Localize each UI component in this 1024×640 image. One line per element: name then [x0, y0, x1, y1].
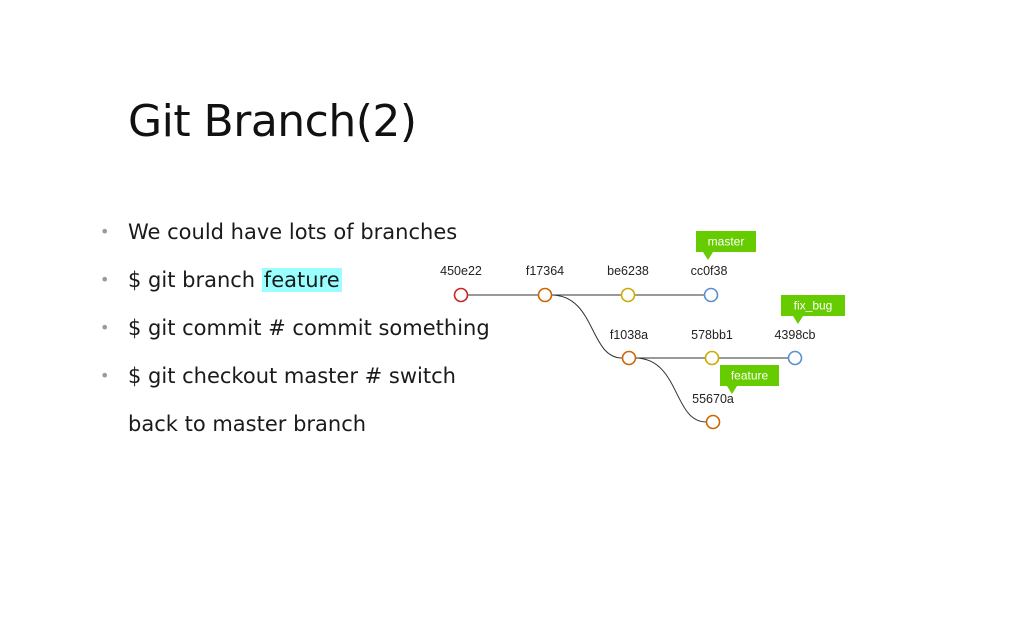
commit-label-450e22: 450e22	[440, 264, 482, 278]
edge-f17364-f1038a	[550, 294, 623, 359]
commit-node-4398cb	[787, 350, 803, 366]
highlighted-branch-name: feature	[261, 268, 342, 292]
bullet-dot-icon: •	[100, 318, 110, 337]
bullet-item: • $ git checkout master # switch back to…	[100, 352, 500, 448]
commit-node-55670a	[705, 414, 721, 430]
commit-label-55670a: 55670a	[692, 392, 734, 406]
branch-tag-master: master	[696, 231, 756, 260]
commit-node-f17364	[537, 287, 553, 303]
bullet-text: $ git branch	[128, 268, 262, 292]
commit-node-be6238	[620, 287, 636, 303]
bullet-text: $ git commit # commit something	[128, 316, 490, 340]
branch-tag-label-fix_bug: fix_bug	[794, 299, 833, 313]
commit-label-578bb1: 578bb1	[691, 328, 733, 342]
edge-f1038a-55670a	[634, 357, 707, 423]
commit-node-578bb1	[704, 350, 720, 366]
bullet-text: $ git checkout master # switch back to m…	[128, 364, 456, 436]
commit-node-f1038a	[621, 350, 637, 366]
graph-nodes: 450e22 f17364 be6238 cc0f38 f1038a 578bb1 4398…	[440, 264, 816, 430]
slide-title: Git Branch(2)	[128, 96, 417, 147]
bullet-item: • $ git commit # commit something	[100, 304, 500, 352]
bullet-dot-icon: •	[100, 270, 110, 289]
commit-node-cc0f38	[703, 287, 719, 303]
bullet-text: We could have lots of branches	[128, 220, 458, 244]
branch-tag-label-master: master	[708, 235, 745, 249]
branch-tag-feature: feature	[720, 365, 779, 394]
bullet-item: • We could have lots of branches	[100, 208, 500, 256]
bullet-item: • $ git branch feature	[100, 256, 500, 304]
graph-edges	[461, 294, 795, 423]
commit-label-f1038a: f1038a	[610, 328, 648, 342]
bullet-dot-icon: •	[100, 222, 110, 241]
commit-label-be6238: be6238	[607, 264, 649, 278]
bullet-dot-icon: •	[100, 366, 110, 385]
commit-label-4398cb: 4398cb	[774, 328, 815, 342]
commit-label-cc0f38: cc0f38	[691, 264, 728, 278]
branch-tag-label-feature: feature	[731, 369, 769, 383]
branch-tag-fix_bug: fix_bug	[781, 295, 845, 324]
commit-node-450e22	[453, 287, 469, 303]
bullet-list: • We could have lots of branches • $ git…	[100, 208, 500, 448]
commit-label-f17364: f17364	[526, 264, 564, 278]
